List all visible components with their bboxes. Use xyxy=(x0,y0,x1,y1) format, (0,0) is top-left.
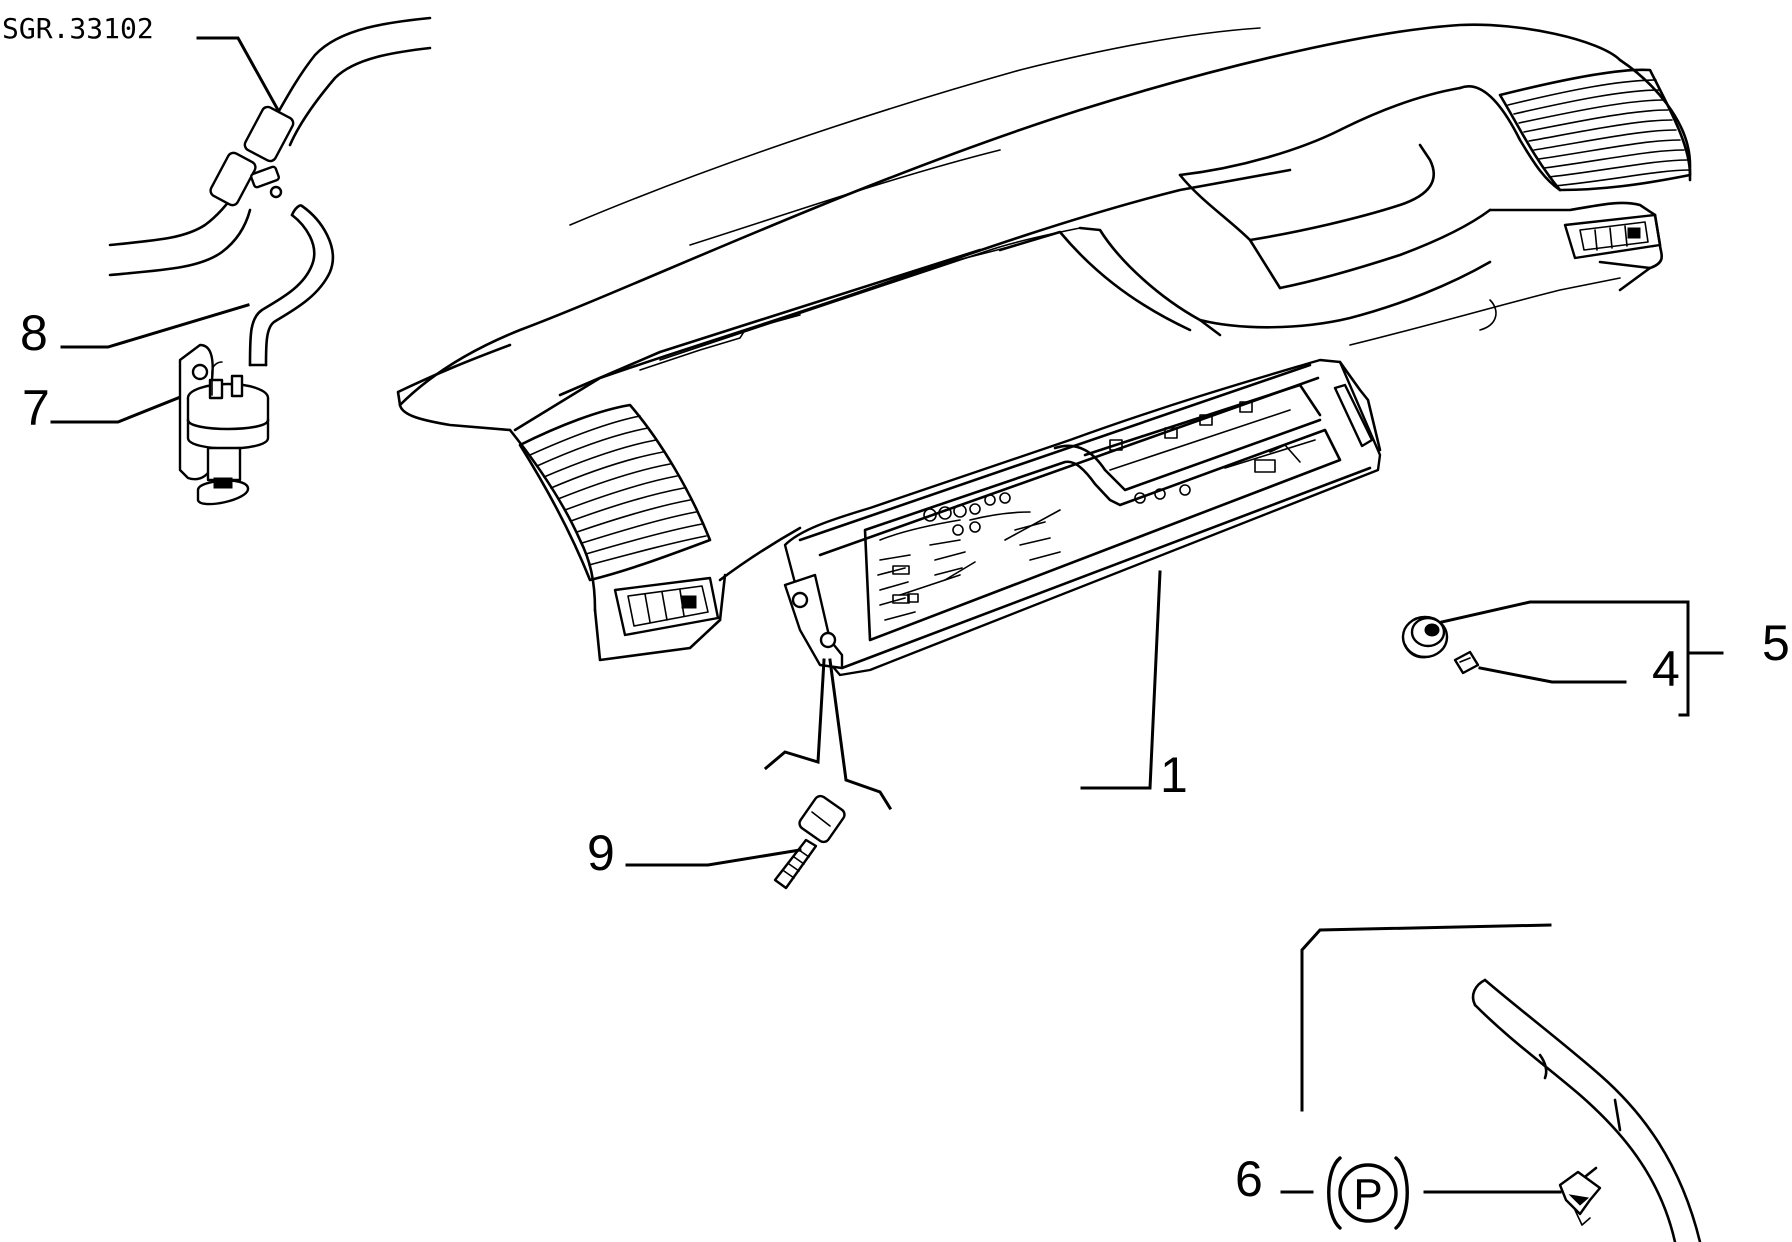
callout-7: 7 xyxy=(22,380,50,436)
leader-8 xyxy=(60,303,250,349)
instrument-cluster-icon xyxy=(783,358,1382,677)
callout-9: 9 xyxy=(587,825,615,881)
vacuum-valve-icon xyxy=(178,343,270,506)
leader-9 xyxy=(625,848,802,867)
main-vacuum-pipe xyxy=(108,16,432,277)
callout-1: 1 xyxy=(1160,747,1188,803)
dashboard-icon xyxy=(396,23,1692,662)
handbrake-switch-icon xyxy=(1558,1166,1602,1226)
leader-4 xyxy=(1478,666,1627,684)
callout-4: 4 xyxy=(1652,641,1680,697)
fixing-screw-icon xyxy=(773,794,846,890)
callout-8: 8 xyxy=(20,305,48,361)
wedge-bulb-icon xyxy=(1453,650,1480,675)
leader-7 xyxy=(50,396,180,424)
leader-5-holder xyxy=(1440,600,1690,717)
reference-code: SGR.33102 xyxy=(2,12,154,45)
bulb-holder-icon xyxy=(1401,615,1449,659)
vacuum-hose-icon xyxy=(248,204,335,367)
leader-6-bracket xyxy=(1300,923,1552,1112)
leader-1 xyxy=(1080,570,1162,790)
handbrake-lever-icon xyxy=(1471,978,1702,1242)
parking-symbol-letter: P xyxy=(1353,1170,1382,1219)
reference-leader xyxy=(196,36,281,113)
screw-leader-right xyxy=(828,658,893,811)
callout-5: 5 xyxy=(1762,615,1790,671)
callout-6: 6 xyxy=(1235,1151,1263,1207)
parking-brake-symbol-icon: P xyxy=(1327,1156,1409,1230)
screw-leader-left xyxy=(763,658,826,771)
